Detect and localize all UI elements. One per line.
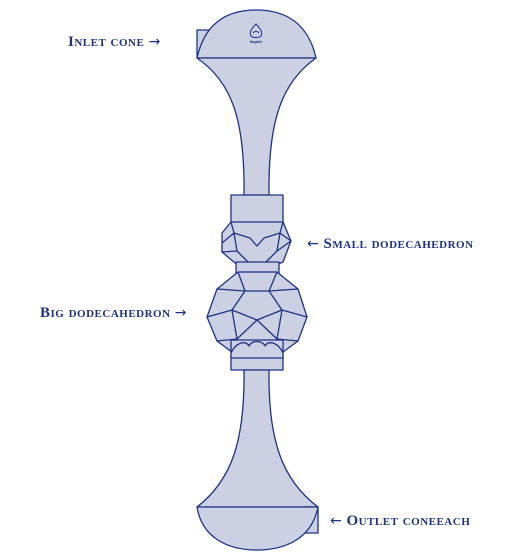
label-outlet-cone: ← Outlet coneeach	[330, 513, 470, 529]
arrow-left-icon: ←	[330, 513, 343, 529]
label-big-dodecahedron: Big dodecahedron →	[40, 305, 187, 321]
flower-logo-icon	[249, 23, 263, 38]
logo-text: Nayalel	[250, 40, 262, 44]
label-inlet-cone: Inlet cone →	[68, 34, 161, 50]
arrow-right-icon: →	[174, 305, 188, 321]
label-outlet-cone-text: Outlet coneeach	[346, 513, 471, 529]
label-small-dodecahedron-text: Small dodecahedron	[323, 236, 474, 252]
label-small-dodecahedron: ← Small dodecahedron	[307, 236, 474, 252]
label-inlet-cone-text: Inlet cone	[68, 34, 145, 50]
inlet-cone-funnel	[196, 57, 317, 196]
inlet-cone-dome	[196, 9, 317, 59]
outlet-cone-funnel	[196, 369, 319, 508]
arrow-right-icon: →	[148, 34, 161, 50]
outlet-cone-dome	[196, 506, 319, 551]
label-big-dodecahedron-text: Big dodecahedron	[40, 305, 171, 321]
arrow-left-icon: ←	[307, 236, 320, 252]
